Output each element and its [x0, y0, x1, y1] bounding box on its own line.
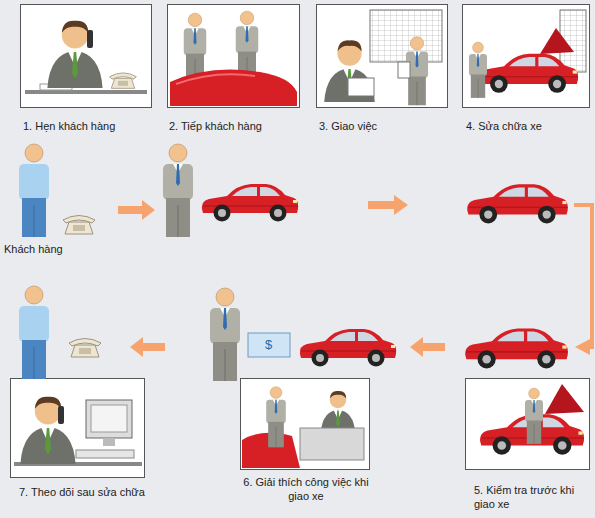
process-panel: 5. Kiểm tra trước khi giao xe — [465, 378, 590, 470]
papers — [40, 84, 72, 90]
phone-receiver — [87, 30, 93, 48]
staff-bust — [20, 397, 75, 464]
schedule-board — [370, 10, 442, 62]
telephone — [69, 339, 101, 358]
step-caption: 4. Sửa chữa xe — [466, 119, 591, 133]
process-panel: 7. Theo dõi sau sửa chữa — [10, 378, 145, 478]
clipboard — [398, 62, 410, 78]
flow-arrow — [130, 337, 165, 357]
flow-arrow — [368, 195, 408, 215]
process-panel: 1. Hẹn khách hàng — [20, 4, 152, 108]
step-caption: 5. Kiểm tra trước khi giao xe — [474, 483, 592, 511]
customer-figure — [19, 286, 49, 379]
step-caption: 7. Theo dõi sau sửa chữa — [19, 485, 154, 499]
process-panel: 2. Tiếp khách hàng — [167, 4, 300, 108]
staff-figure — [236, 11, 259, 81]
car-hood — [170, 70, 297, 106]
money-bill — [248, 333, 290, 357]
staff-figure — [266, 387, 286, 448]
desk — [25, 90, 147, 94]
step-caption: 3. Giao việc — [319, 119, 449, 133]
paper — [348, 78, 374, 96]
reception-desk — [300, 428, 364, 460]
staff-bust — [47, 21, 102, 88]
red-car — [480, 414, 584, 455]
money-symbol: $ — [265, 338, 272, 351]
process-panel: 4. Sửa chữa xe — [462, 4, 590, 108]
process-panel: 6. Giải thích công việc khi giao xe — [240, 378, 370, 470]
process-panel: 3. Giao việc — [316, 4, 448, 108]
red-car — [467, 184, 568, 223]
red-car — [465, 328, 568, 368]
red-car — [202, 184, 298, 222]
step-caption: 2. Tiếp khách hàng — [169, 119, 309, 133]
monitor-screen — [91, 405, 127, 432]
step-caption: 1. Hẹn khách hàng — [23, 119, 163, 133]
keyboard — [76, 450, 134, 458]
staff-bust — [324, 40, 375, 102]
staff-figure — [163, 144, 193, 237]
red-car — [478, 54, 578, 93]
tool-shelf — [560, 10, 586, 72]
step-caption: 6. Giải thích công việc khi giao xe — [236, 475, 376, 503]
flow-line — [574, 205, 592, 347]
flow-arrow — [410, 337, 445, 357]
open-hood — [545, 384, 584, 414]
car-front — [242, 433, 300, 468]
mechanic-figure — [469, 42, 487, 98]
car-highlight — [176, 74, 255, 84]
flow-arrowhead — [575, 339, 590, 355]
red-car — [300, 329, 396, 367]
flow-arrow — [118, 200, 155, 220]
monitor-stand — [103, 438, 115, 446]
telephone — [63, 216, 95, 235]
desk-phone — [110, 73, 137, 88]
open-hood — [540, 28, 574, 54]
computer-monitor — [86, 400, 132, 438]
staff-figure — [406, 37, 428, 106]
staff-figure — [184, 13, 207, 83]
staff-bust — [321, 391, 356, 433]
actor-label: Khách hàng — [4, 243, 63, 256]
phone-receiver — [58, 406, 64, 424]
mechanic-figure — [525, 388, 543, 444]
staff-figure — [210, 288, 240, 381]
customer-figure — [19, 144, 49, 237]
desk — [14, 462, 142, 466]
